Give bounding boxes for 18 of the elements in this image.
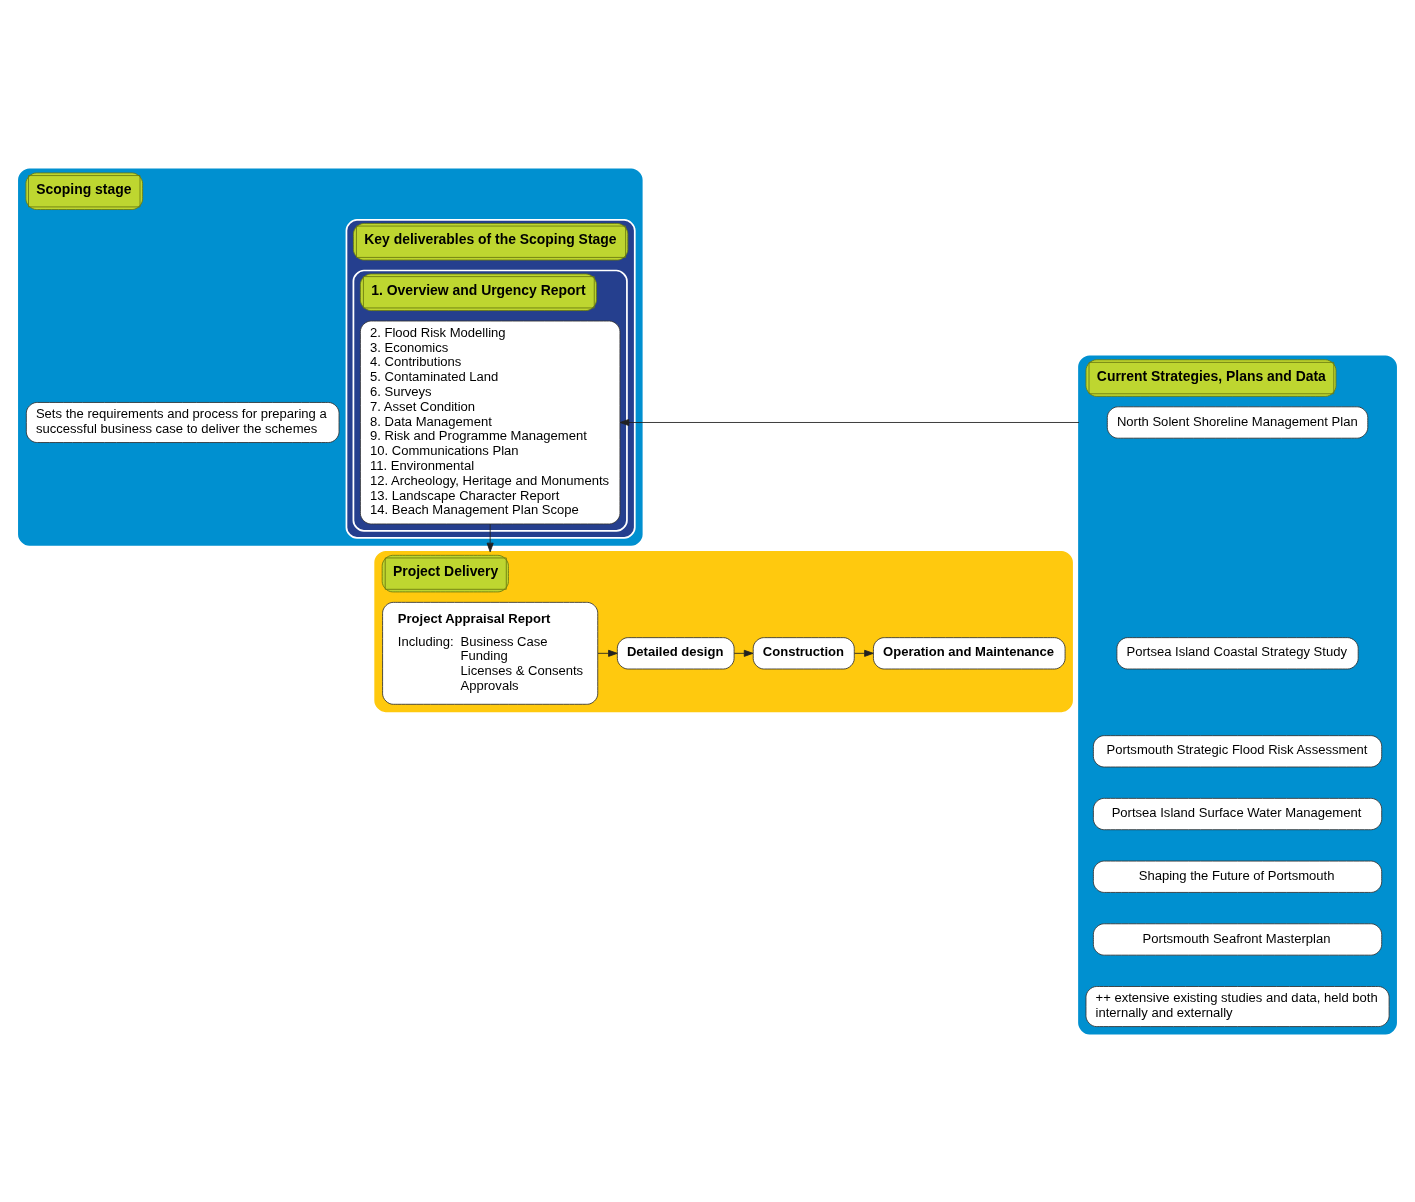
arrow xyxy=(597,649,618,657)
node-box: Shaping the Future of Portsmouth xyxy=(1092,860,1383,893)
node-box: Portsea Island Surface Water Management xyxy=(1092,797,1383,830)
node-box: Portsea Island Coastal Strategy Study xyxy=(1116,636,1359,669)
node-box: North Solent Shoreline Management Plan xyxy=(1106,405,1369,439)
node-box: Sets the requirements and process for preparing a successful business case to deliver the schemes xyxy=(25,401,340,443)
node-box: Portsmouth Strategic Flood Risk Assessment xyxy=(1092,734,1383,767)
arrow xyxy=(854,649,874,657)
node-box: Portsmouth Seafront Masterplan xyxy=(1092,922,1383,956)
node-box: Operation and Maintenance xyxy=(873,636,1066,669)
node-box: Project Appraisal Report Including: Business Case Funding Licenses & Consents Approvals xyxy=(382,601,599,705)
node-box: 2. Flood Risk Modelling 3. Economics 4. Contributions 5. Contaminated Land 6. Surveys 7. Asset Condition 8. Data Management 9. Risk and Programme Management 10. Communications Plan 11. Environmental 12. Archeology, Heritage and Monuments 13. Landscape Character Report 14. Beach Management Plan Scope xyxy=(359,320,621,524)
node-box: ++ extensive existing studies and data, held both internally and externally xyxy=(1085,985,1390,1027)
arrow xyxy=(486,523,494,552)
node-box: Construction xyxy=(752,636,855,669)
arrow xyxy=(619,418,1080,426)
node-box: Detailed design xyxy=(616,636,735,669)
arrow xyxy=(733,649,754,657)
